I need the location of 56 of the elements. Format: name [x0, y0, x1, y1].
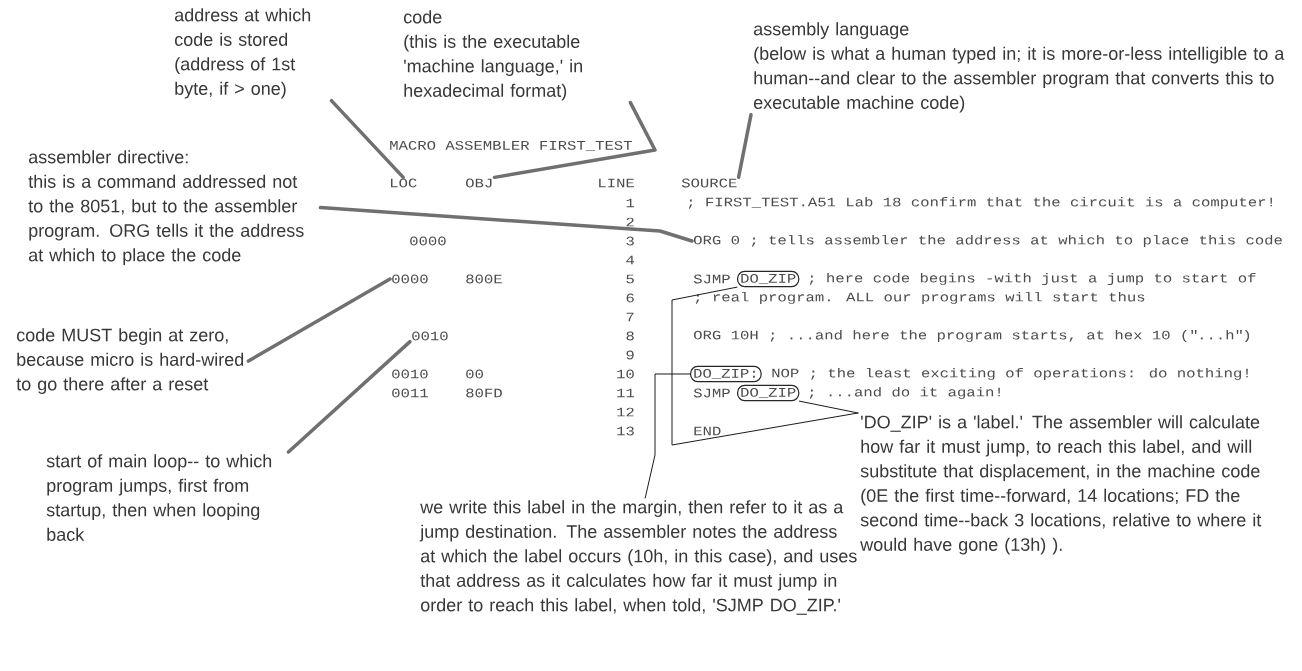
leader-line: [246, 277, 392, 363]
listing-text: 0000: [410, 236, 446, 246]
listing-text: OBJ: [466, 178, 492, 188]
listing-text: 5: [626, 274, 634, 284]
listing-text: 800E: [466, 274, 502, 284]
circled-label: DO_ZIP: [737, 384, 800, 402]
listing-text: SOURCE: [681, 178, 737, 188]
callout-text: 'DO_ZIP' is a 'label.' The assembler will calculate how far it must jump, to reach this label, and will substitute that displacement, in the machine code (0E the first time--forward, 14 locations; FD the second time--back 3 locations, relative to where it would have gone (13h) ).: [860, 415, 1262, 555]
listing-text: 11: [617, 388, 635, 398]
listing-text: 1: [626, 198, 635, 208]
listing-text: 80FD: [466, 388, 502, 398]
listing-text: LINE: [599, 178, 634, 188]
listing-text: 8: [626, 331, 634, 341]
listing-text: 13: [617, 426, 634, 436]
listing-text: ; real program. ALL our programs will start thus: [695, 291, 1145, 305]
listing-text: 0010: [412, 331, 448, 341]
listing-text: END: [694, 426, 721, 436]
listing-text: ; here code begins -with just a jump to start of: [809, 272, 1256, 286]
listing-text: 9: [626, 350, 634, 360]
leader-line: [318, 205, 694, 243]
callout-text: we write this label in the margin, then refer to it as a jump destination. The assembler notes the address at which the label occurs (10h, in this case), and uses that address as it calculates how far it must jump in order to reach this label, when told, 'SJMP DO_ZIP.': [419, 500, 857, 615]
callout-text: assembly language (below is what a human typed in; it is more-or-less intelligible to a human--and clear to the assembler program that converts this to executable machine code): [753, 22, 1285, 113]
listing-text: 10: [617, 369, 634, 379]
listing-text: 0010: [392, 369, 428, 379]
listing-text: SJMP: [693, 274, 730, 284]
callout-text: address at which code is stored (address of 1st byte, if > one): [175, 8, 311, 99]
listing-text: ; ...and do it again!: [809, 386, 1000, 400]
leader-line: [736, 112, 753, 180]
listing-text: ; FIRST_TEST.A51 Lab 18 confirm that the circuit is a computer!: [688, 196, 1272, 210]
listing-text: 0011: [392, 388, 428, 398]
listing-text: 6: [626, 293, 634, 303]
listing-text: NOP ; the least exciting of operations: do nothing!: [772, 367, 1248, 381]
callout-text: code (this is the executable 'machine language,' in hexadecimal format): [404, 10, 582, 101]
circled-label: DO_ZIP:: [690, 365, 762, 383]
leader-line: [671, 286, 859, 446]
listing-text: ORG 10H ; ...and here the program starts, at hex 10 ("...h"): [694, 329, 1250, 343]
callout-text: start of main loop-- to which program jumps, first from startup, then when looping back: [46, 454, 272, 541]
listing-text: 2: [626, 217, 634, 227]
listing-text: 00: [466, 369, 483, 379]
listing-text: SJMP: [693, 388, 730, 398]
listing-text: 3: [626, 236, 634, 246]
listing-text: 7: [626, 312, 634, 322]
callout-text: assembler directive: this is a command addressed not to the 8051, but to the assembler program. ORG tells it the address at which to place the code: [28, 150, 304, 265]
callout-text: code MUST begin at zero, because micro is hard-wired to go there after a reset: [16, 328, 244, 394]
leader-line: [644, 373, 691, 499]
listing-text: ORG 0 ; tells assembler the address at which to place this code: [694, 234, 1282, 248]
leader-line: [798, 400, 859, 414]
leader-line: [492, 100, 657, 180]
circled-label: DO_ZIP: [737, 270, 800, 288]
listing-text: 4: [626, 255, 634, 265]
listing-text: LOC: [391, 178, 417, 188]
listing-text: MACRO ASSEMBLER FIRST_TEST: [390, 140, 632, 152]
leader-line: [329, 98, 405, 180]
listing-text: 0000: [392, 274, 428, 284]
leader-line: [286, 339, 412, 454]
listing-text: 12: [617, 407, 634, 417]
